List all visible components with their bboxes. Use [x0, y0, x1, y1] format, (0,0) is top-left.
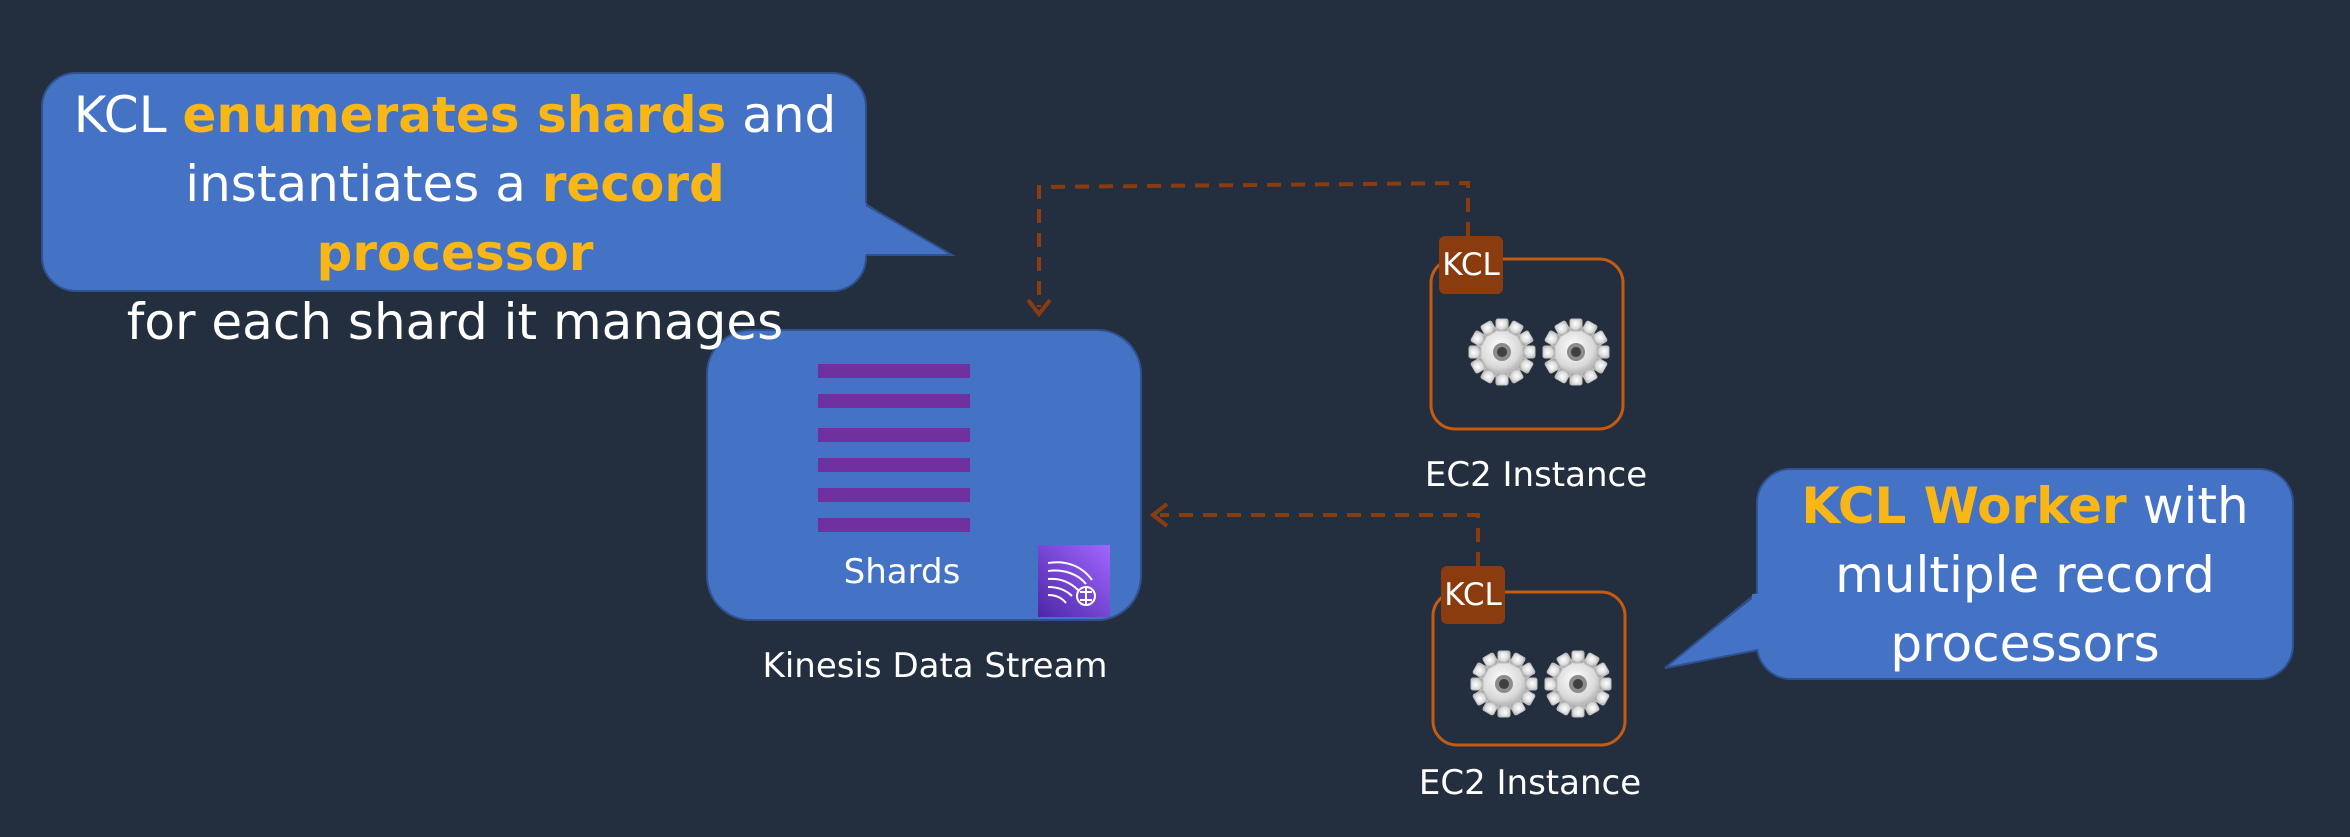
- callout-right: [1664, 468, 2294, 680]
- callout-right-line2: multiple record: [1835, 546, 2215, 604]
- callout-left-line1: KCL enumerates shards and: [73, 86, 837, 144]
- kinesis-stream-box: [706, 329, 1142, 621]
- highlight-record-processor: record processor: [316, 155, 725, 282]
- arrow-instance1-to-stream: [1037, 180, 1470, 307]
- ec2-instance-2-caption: EC2 Instance: [1418, 763, 1642, 803]
- callout-right-line3: processors: [1890, 615, 2160, 673]
- kcl-badge-1: KCL: [1439, 236, 1503, 294]
- callout-right-text: KCL Worker with multiple record processo…: [1768, 472, 2282, 679]
- gear-icon: [1542, 318, 1610, 386]
- gear-icon: [1468, 318, 1536, 386]
- shard-bar: [818, 364, 970, 378]
- highlight-kcl-worker: KCL Worker: [1801, 477, 2127, 535]
- shard-bar: [818, 394, 970, 408]
- kinesis-stream-caption: Kinesis Data Stream: [762, 646, 1108, 686]
- ec2-instance-2: [1431, 590, 1627, 747]
- ec2-instance-1-caption: EC2 Instance: [1424, 455, 1648, 495]
- callout-left-line3: for each shard it manages: [126, 293, 784, 351]
- shard-bar: [818, 458, 970, 472]
- arrow-head-1: [1026, 298, 1052, 318]
- callout-left: [41, 72, 956, 292]
- kcl-badge-2: KCL: [1441, 566, 1505, 624]
- kinesis-data-streams-icon: [1038, 545, 1110, 617]
- callout-left-line2: instantiates a record processor: [185, 155, 725, 282]
- callout-left-text: KCL enumerates shards and instantiates a…: [55, 81, 855, 357]
- shard-bars: [818, 364, 970, 532]
- shards-label: Shards: [843, 552, 961, 592]
- gear-icon: [1544, 650, 1612, 718]
- highlight-enumerates-shards: enumerates shards: [182, 86, 727, 144]
- arrow-instance2-to-stream: [1160, 513, 1480, 566]
- gear-icon: [1470, 650, 1538, 718]
- shard-bar: [818, 488, 970, 502]
- arrow-head-2: [1149, 502, 1169, 528]
- callout-right-line1: KCL Worker with: [1801, 477, 2249, 535]
- ec2-instance-1: [1429, 257, 1625, 431]
- shard-bar: [818, 518, 970, 532]
- shard-bar: [818, 428, 970, 442]
